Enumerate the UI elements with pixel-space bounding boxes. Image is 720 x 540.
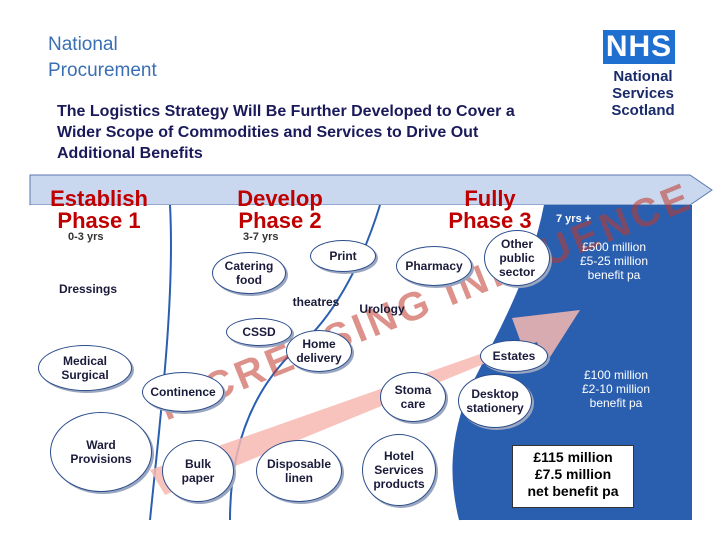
subtitle-line-2: Wider Scope of Commodities and Services … xyxy=(57,124,479,141)
item-disposable-linen: Disposable linen xyxy=(256,440,342,502)
continence-label: Continence xyxy=(150,385,216,399)
phase-2-benefit: £100 million £2-10 million benefit pa xyxy=(566,368,666,420)
item-ward-provisions: Ward Provisions xyxy=(50,412,152,492)
item-dressings: Dressings xyxy=(58,282,118,296)
phase-3-benefit-line-1: £500 million xyxy=(581,240,647,254)
medical-surgical-line-2: Surgical xyxy=(61,368,109,382)
bulk-paper-line-1: Bulk xyxy=(184,457,211,471)
total-benefit-line-3: net benefit pa xyxy=(527,483,619,499)
catering-food-line-2: food xyxy=(236,273,262,287)
logo-line-2: Services xyxy=(612,85,674,102)
item-medical-surgical: Medical Surgical xyxy=(38,345,132,391)
item-urology: Urology xyxy=(359,302,405,316)
item-cssd: CSSD xyxy=(226,318,292,346)
subtitle-line-1: The Logistics Strategy Will Be Further D… xyxy=(57,103,515,120)
stoma-care-line-1: Stoma xyxy=(394,383,432,397)
page-title: National Procurement xyxy=(48,32,157,84)
pharmacy-label: Pharmacy xyxy=(405,259,463,273)
nhs-logo-mark: NHS xyxy=(603,30,675,64)
item-home-delivery: Home delivery xyxy=(286,330,352,372)
influence-arrow xyxy=(150,310,580,495)
phase-3-benefit-line-2: £5-25 million xyxy=(579,254,649,268)
phase-2-benefit-line-1: £100 million xyxy=(583,368,649,382)
phase-1-duration: 0-3 yrs xyxy=(68,231,104,243)
stoma-care-line-2: care xyxy=(400,397,426,411)
item-other-public-sector: Other public sector xyxy=(484,230,550,286)
disposable-linen-line-2: linen xyxy=(284,471,313,485)
ward-provisions-line-2: Provisions xyxy=(70,452,132,466)
nhs-logo-text: National Services Scotland xyxy=(598,68,688,119)
desktop-stationery-line-1: Desktop xyxy=(471,387,519,401)
hotel-services-line-1: Hotel xyxy=(384,449,414,463)
phase-2-duration: 3-7 yrs xyxy=(243,231,279,243)
item-hotel-services-products: Hotel Services products xyxy=(362,434,436,506)
phase-3-name: Fully xyxy=(464,186,516,211)
disposable-linen-line-1: Disposable xyxy=(266,457,332,471)
item-theatres: theatres xyxy=(292,295,340,309)
item-catering-food: Catering food xyxy=(212,252,286,294)
item-bulk-paper: Bulk paper xyxy=(162,440,234,502)
phase-1-number: Phase 1 xyxy=(57,208,141,233)
phase-2-benefit-line-2: £2-10 million xyxy=(581,382,651,396)
item-continence: Continence xyxy=(142,372,224,412)
slide-subtitle: The Logistics Strategy Will Be Further D… xyxy=(57,101,597,164)
item-pharmacy: Pharmacy xyxy=(396,246,472,286)
other-public-sector-line-1: Other xyxy=(500,237,533,251)
total-benefit-line-2: £7.5 million xyxy=(534,466,612,482)
phase-2-heading: Develop Phase 2 xyxy=(215,188,345,232)
subtitle-line-3: Additional Benefits xyxy=(57,145,203,162)
item-estates: Estates xyxy=(480,340,548,372)
item-stoma-care: Stoma care xyxy=(380,372,446,422)
print-label: Print xyxy=(329,249,357,263)
logo-line-3: Scotland xyxy=(611,102,675,119)
timeline-arrow xyxy=(29,174,713,206)
phase-2-name: Develop xyxy=(237,186,323,211)
total-benefit-box: £115 million £7.5 million net benefit pa xyxy=(512,445,634,508)
desktop-stationery-line-2: stationery xyxy=(466,401,524,415)
phase-3-benefit: £500 million £5-25 million benefit pa xyxy=(564,240,664,300)
phase-divider-1 xyxy=(149,204,172,521)
phase-2-benefit-line-3: benefit pa xyxy=(589,396,643,410)
title-line-1: National xyxy=(48,34,118,55)
phase-1-heading: Establish Phase 1 xyxy=(34,188,164,232)
phase-1-name: Establish xyxy=(50,186,148,211)
other-public-sector-line-3: sector xyxy=(498,265,536,279)
phase-3-number: Phase 3 xyxy=(448,208,532,233)
phase-3-benefit-line-3: benefit pa xyxy=(587,268,641,282)
phase-3-duration: 7 yrs + xyxy=(556,213,592,225)
estates-label: Estates xyxy=(492,349,536,363)
phase-2-number: Phase 2 xyxy=(238,208,322,233)
logo-line-1: National xyxy=(613,68,673,85)
total-benefit-line-1: £115 million xyxy=(533,449,613,465)
hotel-services-line-3: products xyxy=(373,477,425,491)
other-public-sector-line-2: public xyxy=(499,251,535,265)
home-delivery-line-1: Home xyxy=(302,337,336,351)
title-line-2: Procurement xyxy=(48,60,157,81)
item-print: Print xyxy=(310,240,376,272)
medical-surgical-line-1: Medical xyxy=(62,354,107,368)
catering-food-line-1: Catering xyxy=(224,259,274,273)
item-desktop-stationery: Desktop stationery xyxy=(458,374,532,428)
bulk-paper-line-2: paper xyxy=(181,471,215,485)
hotel-services-line-2: Services xyxy=(374,463,424,477)
cssd-label: CSSD xyxy=(242,325,276,339)
home-delivery-line-2: delivery xyxy=(296,351,342,365)
phase-3-heading: Fully Phase 3 xyxy=(420,188,560,232)
ward-provisions-line-1: Ward xyxy=(86,438,116,452)
